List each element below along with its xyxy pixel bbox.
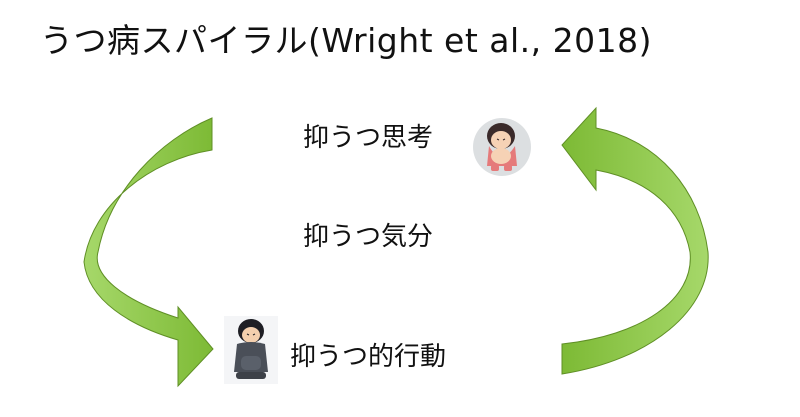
crouching-boy-icon bbox=[224, 316, 278, 384]
node-action: 抑うつ的行動 bbox=[290, 342, 447, 372]
diagram-title: うつ病スパイラル(Wright et al., 2018) bbox=[40, 21, 652, 60]
crouching-girl-icon bbox=[473, 118, 531, 176]
node-thought: 抑うつ思考 bbox=[303, 123, 434, 153]
arrow-action-to-thought bbox=[561, 106, 709, 375]
node-mood: 抑うつ気分 bbox=[303, 222, 434, 252]
arrow-thought-to-action bbox=[83, 117, 214, 388]
